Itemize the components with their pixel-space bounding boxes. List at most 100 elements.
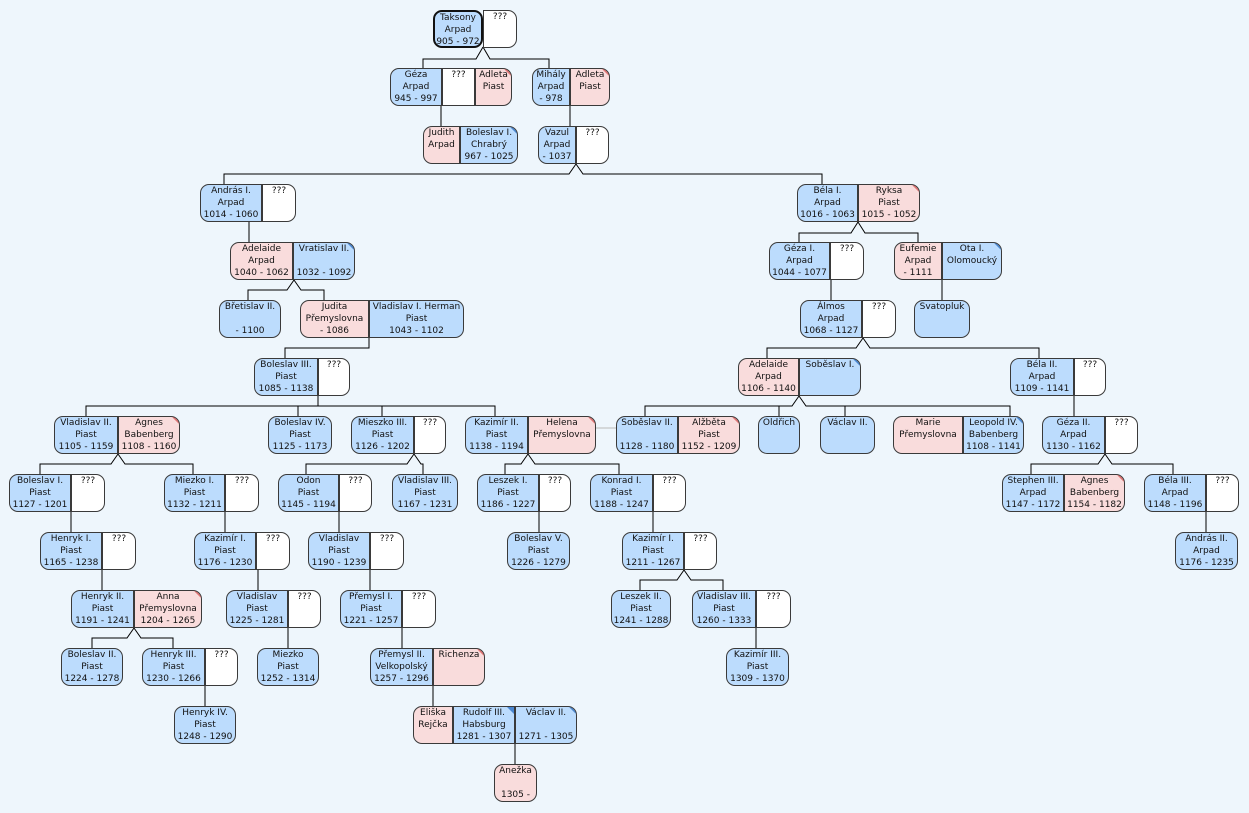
- spouse-unknown[interactable]: ???: [653, 474, 686, 512]
- spouse-unknown[interactable]: ???: [1206, 474, 1239, 512]
- spouse-unknown[interactable]: ???: [576, 126, 609, 164]
- spouse-unknown[interactable]: ???: [225, 474, 259, 512]
- person-vaclav-2-premyslid[interactable]: Václav II. 1271 - 1305: [515, 706, 577, 744]
- person-line: Kazimír I.: [204, 534, 246, 544]
- person-richenza[interactable]: Richenza: [433, 648, 485, 686]
- spouse-unknown[interactable]: ???: [1074, 358, 1106, 396]
- spouse-unknown[interactable]: ???: [288, 590, 321, 628]
- person-vratislav-2[interactable]: Vratislav II. 1032 - 1092: [293, 242, 355, 280]
- spouse-unknown[interactable]: ???: [756, 590, 791, 628]
- spouse-unknown[interactable]: ???: [262, 184, 296, 222]
- spouse-unknown[interactable]: ???: [1105, 416, 1138, 454]
- person-line: ???: [1215, 476, 1230, 486]
- spouse-unknown[interactable]: ???: [205, 648, 238, 686]
- person-bretislav-2[interactable]: Břetislav II. - 1100: [219, 300, 281, 338]
- person-sobeslav-1[interactable]: Soběslav I.: [799, 358, 861, 396]
- spouse-unknown[interactable]: ???: [370, 532, 404, 570]
- person-anezka[interactable]: Anežka 1305 -: [494, 764, 537, 802]
- person-line: ???: [379, 534, 395, 544]
- person-ota-1[interactable]: Ota I.Olomoucký: [942, 242, 1002, 280]
- spouse-unknown[interactable]: ???: [256, 532, 290, 570]
- person-svatopluk[interactable]: Svatopluk: [914, 300, 970, 338]
- spouse-unknown[interactable]: ???: [402, 590, 436, 628]
- spouse-unknown[interactable]: ???: [684, 532, 717, 570]
- spouse-unknown[interactable]: ???: [862, 300, 896, 338]
- spouse-unknown[interactable]: ???: [830, 242, 864, 280]
- spouse-unknown[interactable]: ???: [102, 532, 136, 570]
- spouse-unknown[interactable]: ???: [483, 10, 517, 48]
- person-line: Rudolf III.: [462, 708, 506, 718]
- spouse-unknown[interactable]: ???: [71, 474, 105, 512]
- person-oldrich[interactable]: Oldřich: [758, 416, 800, 454]
- person-line: Přemyslovna: [139, 604, 197, 614]
- spouse-unknown[interactable]: ???: [339, 474, 372, 512]
- spouse-unknown[interactable]: ???: [414, 416, 446, 454]
- person-vaclav-2[interactable]: Václav II.: [820, 416, 875, 454]
- person-sobeslav-2[interactable]: Soběslav II. 1128 - 1180: [616, 416, 678, 454]
- spouse-unknown[interactable]: ???: [318, 358, 350, 396]
- spouse-unknown[interactable]: ???: [442, 68, 475, 106]
- spouse-unknown[interactable]: ???: [539, 474, 571, 512]
- person-line: Stephen III.: [1007, 476, 1059, 486]
